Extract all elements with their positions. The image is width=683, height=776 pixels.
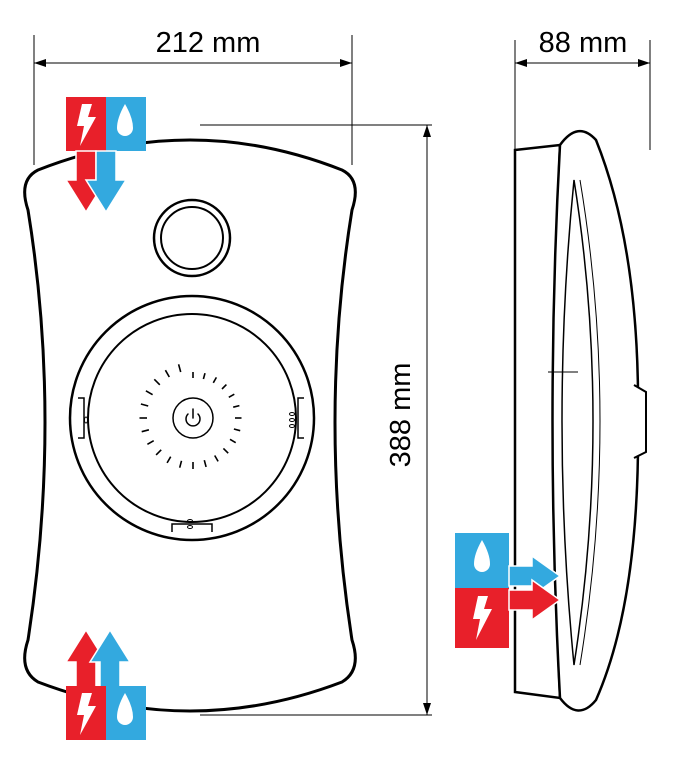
temperature-tick [222,447,229,454]
dial-left-tab [78,397,85,439]
temperature-tick [140,403,149,407]
lightning-bolt-icon [473,596,492,640]
lightning-bolt-icon [77,104,96,146]
depth-dimension-label: 88 mm [539,27,628,59]
dial-right-tab [297,397,304,439]
power-button[interactable] [172,397,214,439]
dial-bottom-tab [171,523,213,532]
right-arrow-icon [508,578,562,622]
dimension-lines [33,35,651,716]
temperature-tick [203,459,207,468]
width-dimension-label: 212 mm [156,27,261,59]
lightning-bolt-icon [77,693,96,735]
bottom-entry-indicator [64,628,146,740]
top-entry-indicator [64,97,146,214]
temperature-tick [164,369,170,378]
side-cover-inner-edge [579,179,601,666]
height-dimension-label: 388 mm [385,363,417,468]
dial-left-mark [84,416,88,424]
side-entry-indicator [455,533,562,648]
side-cover-outline [551,130,640,712]
power-icon [185,408,201,427]
water-drop-icon [117,693,133,725]
temperature-tick [141,429,150,433]
dial-right-mark [289,412,295,428]
right-arrow-icon [508,554,562,598]
temperature-tick [155,449,162,456]
temperature-tick [221,384,227,390]
water-drop-icon [117,104,133,136]
side-cover-inner [561,179,594,666]
side-knob[interactable] [633,384,647,459]
temperature-tick [212,377,218,384]
temperature-tick [177,364,182,373]
temperature-tick [214,455,219,462]
temperature-tick [145,390,154,396]
temperature-tick [202,372,206,380]
temperature-tick [229,438,237,444]
up-arrow-icon [88,628,132,689]
start-stop-button[interactable] [152,198,232,278]
temperature-tick [178,460,183,468]
down-arrow-icon [84,150,128,214]
temperature-dial [139,364,242,469]
dial-bottom-mark [187,519,193,529]
temperature-tick [147,440,155,445]
water-drop-icon [474,540,490,572]
up-arrow-icon [64,628,108,689]
temperature-tick [228,393,235,398]
temperature-tick [233,428,241,432]
side-view [513,130,647,712]
front-view [23,138,357,713]
temperature-tick [166,456,172,464]
temperature-tick [153,378,161,386]
temperature-tick [233,404,240,408]
